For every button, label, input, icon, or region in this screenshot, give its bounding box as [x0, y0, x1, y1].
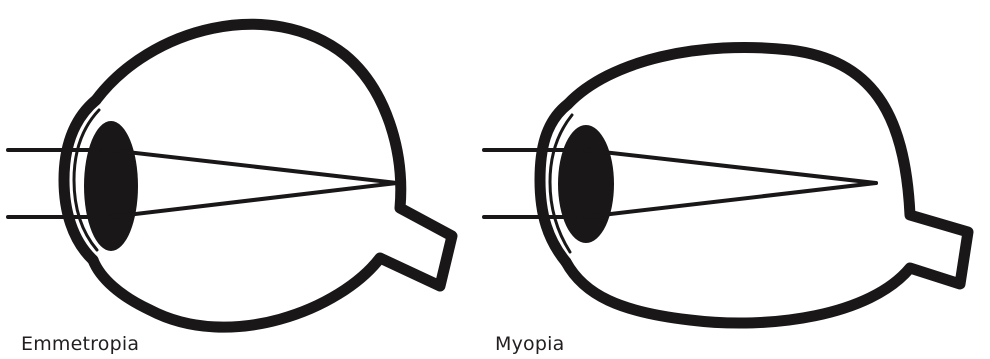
myopia-ray-bottom-refracted	[585, 183, 876, 217]
myopia-ray-top-refracted	[585, 150, 876, 183]
emmetropia-eyeball-outline	[93, 24, 452, 327]
myopia-eye	[484, 47, 968, 323]
emmetropia-ray-top-refracted	[110, 150, 397, 183]
emmetropia-label: Emmetropia	[21, 335, 139, 354]
myopia-lens	[558, 125, 614, 243]
emmetropia-lens	[84, 121, 138, 251]
myopia-label: Myopia	[495, 335, 564, 354]
emmetropia-ray-bottom-refracted	[110, 183, 397, 217]
emmetropia-eye	[8, 24, 452, 327]
myopia-eyeball-outline	[566, 47, 968, 323]
